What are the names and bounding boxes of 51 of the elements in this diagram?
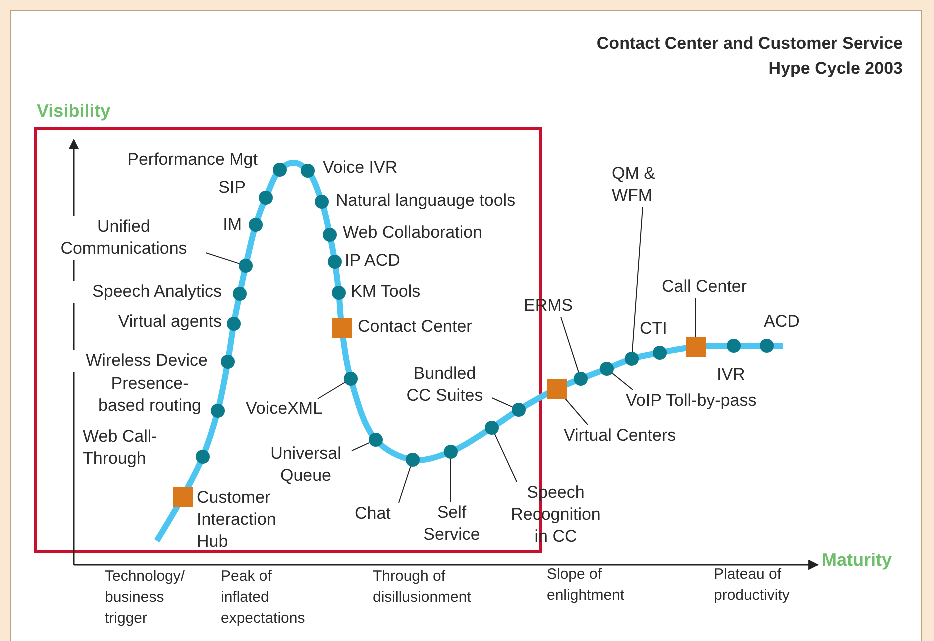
leader-line [318, 382, 346, 400]
technology-label: Presence-based routing [97, 373, 203, 417]
technology-label: ACD [764, 311, 801, 333]
phase-label: Peak of inflated expectations [221, 567, 306, 629]
technology-label: IP ACD [345, 250, 402, 272]
phase-label: Through of disillusionment [373, 567, 472, 608]
technology-label: Natural languauge tools [336, 190, 517, 212]
technology-label: VoiceXML [246, 398, 338, 420]
milestone-square [173, 487, 193, 507]
leader-line [450, 458, 452, 502]
technology-label: Performance Mgt [126, 149, 258, 171]
leader-line [494, 434, 518, 482]
technology-label: Chat [355, 503, 399, 525]
technology-label: Unified Communications [40, 216, 208, 260]
technology-label: Voice IVR [323, 157, 399, 179]
technology-label: Universal Queue [258, 443, 354, 487]
technology-label: Virtual agents [117, 311, 222, 333]
phase-label: Plateau of productivity [714, 565, 791, 606]
phase-label: Slope of enlightment [547, 565, 626, 606]
leader-line [612, 372, 634, 390]
leader-line [352, 442, 370, 452]
technology-label: IM [222, 214, 242, 236]
leader-line [206, 252, 240, 264]
technology-label: Wireless Device [85, 350, 208, 372]
axis-label: Visibility [37, 101, 112, 122]
milestone-square [547, 379, 567, 399]
diagram-title: Contact Center and Customer Service Hype Cycle 2003 [596, 33, 903, 80]
leader-line [492, 398, 514, 408]
technology-label: Web Call-Through [83, 426, 158, 470]
technology-label: SIP [218, 177, 246, 199]
leader-line [632, 206, 644, 353]
phase-label: Technology/ business trigger [105, 567, 186, 629]
technology-label: CTI [640, 318, 668, 340]
technology-label: Self Service [420, 502, 484, 546]
technology-label: QM & WFM [612, 163, 686, 207]
technology-label: Contact Center [358, 316, 474, 338]
technology-label: Customer Interaction Hub [197, 487, 278, 553]
technology-label: Virtual Centers [564, 425, 714, 447]
technology-label: Bundled CC Suites [404, 363, 486, 407]
technology-label: Web Collaboration [343, 222, 484, 244]
milestone-square [686, 337, 706, 357]
technology-label: Speech Analytics [92, 281, 222, 303]
leader-line [565, 398, 588, 426]
technology-label: IVR [717, 364, 746, 386]
leader-line [560, 316, 580, 373]
leader-line [398, 466, 412, 504]
technology-label: Call Center [662, 276, 768, 298]
milestone-square [332, 318, 352, 338]
technology-label: VoIP Toll-by-pass [626, 390, 786, 412]
technology-label: KM Tools [351, 281, 422, 303]
axis-label: Maturity [822, 550, 894, 571]
